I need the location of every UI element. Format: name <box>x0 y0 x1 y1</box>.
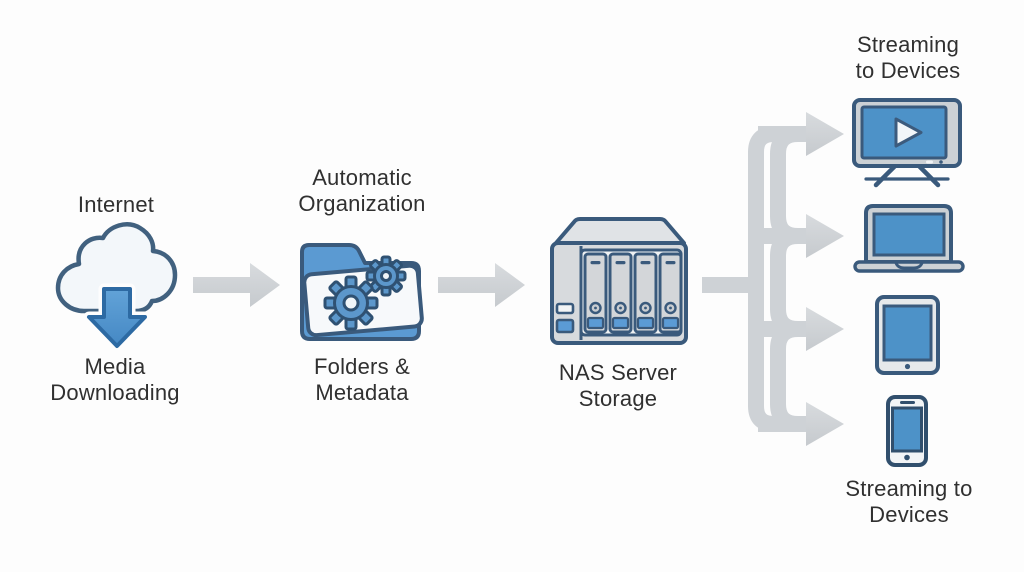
streaming-devices-top-label: Streaming to Devices <box>828 32 988 84</box>
label-line: Storage <box>578 386 658 411</box>
tv-icon <box>852 98 962 188</box>
nas-top-face <box>554 217 686 245</box>
nas-storage-label: NAS Server Storage <box>538 360 698 412</box>
label-line: Streaming <box>856 32 960 57</box>
laptop-screen <box>872 212 946 257</box>
nas-button-bottom <box>555 318 575 334</box>
nas-button-top <box>555 302 575 315</box>
branch-arrowhead-tv <box>806 112 844 156</box>
gear-small-icon <box>365 255 407 297</box>
label-line: Streaming to <box>845 476 973 501</box>
automatic-organization-label: Automatic Organization <box>282 165 442 217</box>
folders-metadata-label: Folders & Metadata <box>282 354 442 406</box>
connector-elbow-1-2 <box>770 126 799 244</box>
tablet-icon <box>875 295 940 375</box>
label-line: Media <box>84 354 146 379</box>
media-downloading-label: Media Downloading <box>35 354 195 406</box>
smartphone-home-button <box>904 454 910 461</box>
label-line: NAS Server <box>558 360 678 385</box>
streaming-devices-bottom-label: Streaming to Devices <box>824 476 994 528</box>
folder-gears-icon <box>300 243 424 341</box>
gear-large-icon <box>323 275 379 331</box>
download-arrow-icon <box>87 287 147 348</box>
nas-drive-bays <box>583 252 683 334</box>
label-line: Metadata <box>315 380 409 405</box>
laptop-icon <box>853 204 965 273</box>
cloud-download-icon <box>55 222 178 352</box>
tablet-screen <box>882 304 933 362</box>
label-line: Internet <box>77 192 155 217</box>
branch-arrowhead-smartphone <box>806 402 844 446</box>
smartphone-screen <box>891 406 923 453</box>
smartphone-speaker <box>900 401 915 404</box>
connector-elbow-3-4 <box>770 321 799 432</box>
nas-server-icon <box>550 217 688 345</box>
play-icon <box>894 117 923 148</box>
label-line: Automatic <box>312 165 412 190</box>
tablet-home-button <box>904 363 911 370</box>
label-line: Devices <box>869 502 949 527</box>
label-line: Folders & <box>314 354 410 379</box>
flow-arrow-organization-to-nas <box>438 263 525 307</box>
branch-arrowhead-laptop <box>806 214 844 258</box>
connector-elbow-2-3 <box>770 228 799 337</box>
cloud-shape <box>55 222 178 314</box>
branch-connector <box>702 126 806 432</box>
flow-arrow-internet-to-organization <box>193 263 280 307</box>
smartphone-icon <box>886 395 928 467</box>
branch-arrowhead-tablet <box>806 307 844 351</box>
label-line: Downloading <box>50 380 180 405</box>
internet-label: Internet <box>36 192 196 218</box>
label-line: Organization <box>298 191 426 216</box>
label-line: to Devices <box>855 58 961 83</box>
